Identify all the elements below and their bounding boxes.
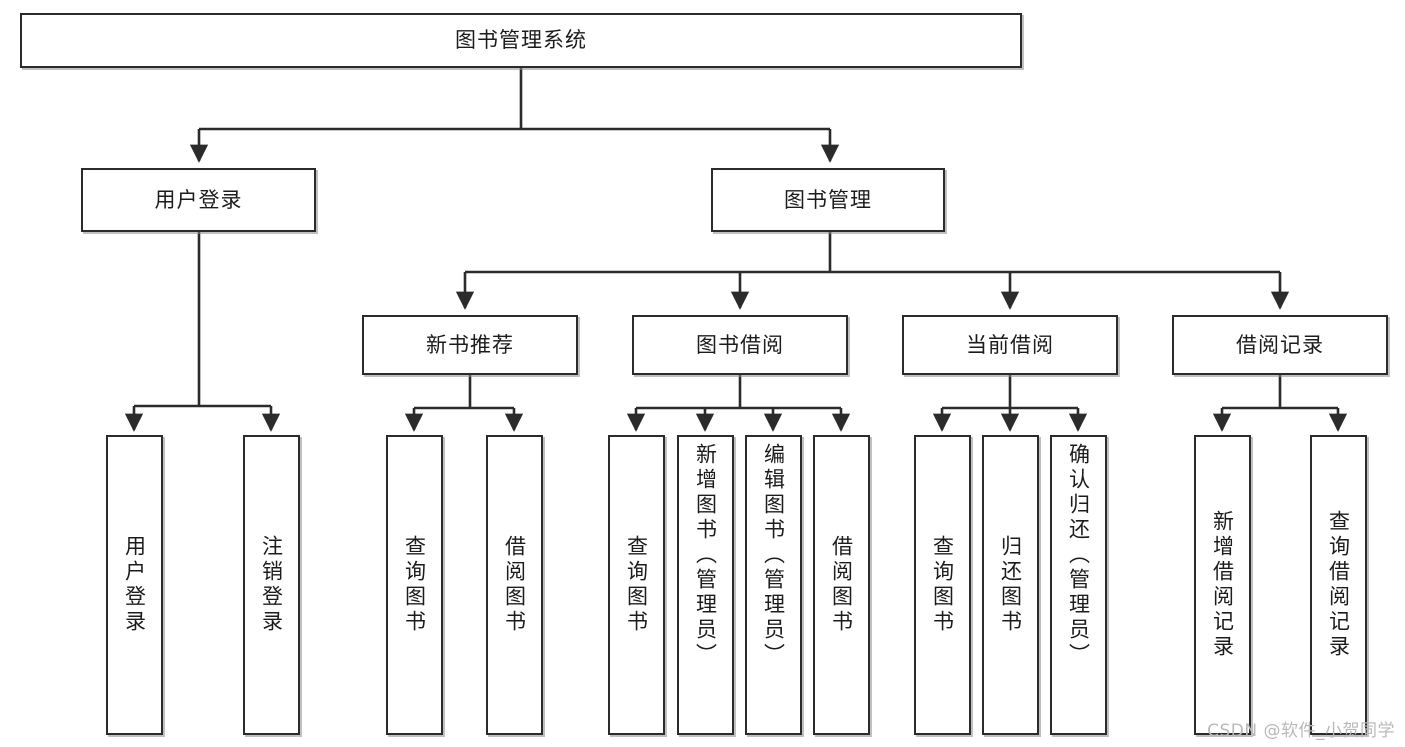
leaf-current-query-book[interactable]: 查询图书 [914,435,971,735]
leaf-borrow-add-book-admin[interactable]: 新增图书（管理员） [677,435,734,735]
leaf-borrow-borrow-book[interactable]: 借阅图书 [813,435,870,735]
leaf-records-add-record[interactable]: 新增借阅记录 [1194,435,1251,735]
leaf-borrow-query-book[interactable]: 查询图书 [608,435,665,735]
leaf-current-confirm-return-admin[interactable]: 确认归还（管理员） [1050,435,1107,735]
leaf-borrow-edit-book-admin[interactable]: 编辑图书（管理员） [745,435,802,735]
leaf-current-return-book[interactable]: 归还图书 [982,435,1039,735]
node-new-book-recommend[interactable]: 新书推荐 [362,315,578,375]
leaf-new-book-borrow[interactable]: 借阅图书 [486,435,543,735]
node-user-login[interactable]: 用户登录 [81,168,316,232]
node-current-borrow[interactable]: 当前借阅 [902,315,1118,375]
node-book-borrow[interactable]: 图书借阅 [632,315,848,375]
leaf-user-login-login[interactable]: 用户登录 [106,435,163,735]
node-root-system[interactable]: 图书管理系统 [20,13,1022,68]
node-book-management[interactable]: 图书管理 [711,168,945,232]
leaf-records-query-record[interactable]: 查询借阅记录 [1310,435,1367,735]
node-borrow-records[interactable]: 借阅记录 [1172,315,1388,375]
leaf-new-book-query[interactable]: 查询图书 [386,435,443,735]
leaf-user-login-logout[interactable]: 注销登录 [243,435,300,735]
